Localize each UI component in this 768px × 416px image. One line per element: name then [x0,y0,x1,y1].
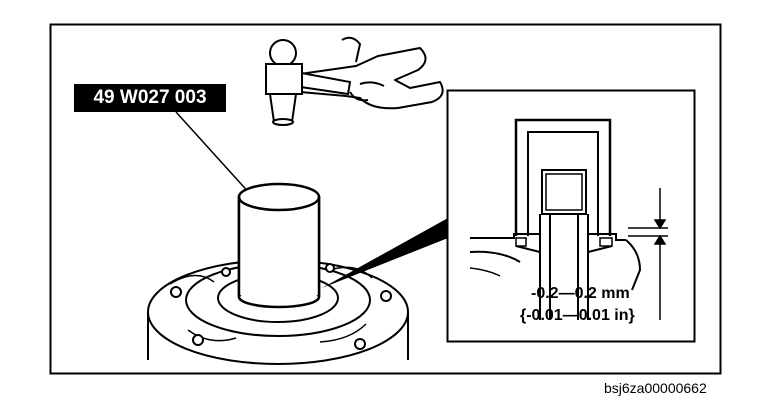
figure-frame [49,23,722,375]
dimension-arrows-icon [628,188,668,320]
clearance-spec-mm: -0.2—0.2 mm [531,285,630,302]
pump-housing-icon [147,259,409,365]
tool-leader-line [175,111,253,197]
clearance-spec-in: {-0.01—0.01 in} [520,307,635,324]
tool-number-label: 49 W027 003 [74,84,226,112]
figure-id: bsj6za00000662 [604,380,707,396]
detail-callout-wedge [322,218,448,288]
installer-tool-icon [237,182,321,309]
detail-view-icon [446,89,696,343]
hand-icon [299,36,444,110]
hammer-icon [265,39,352,126]
